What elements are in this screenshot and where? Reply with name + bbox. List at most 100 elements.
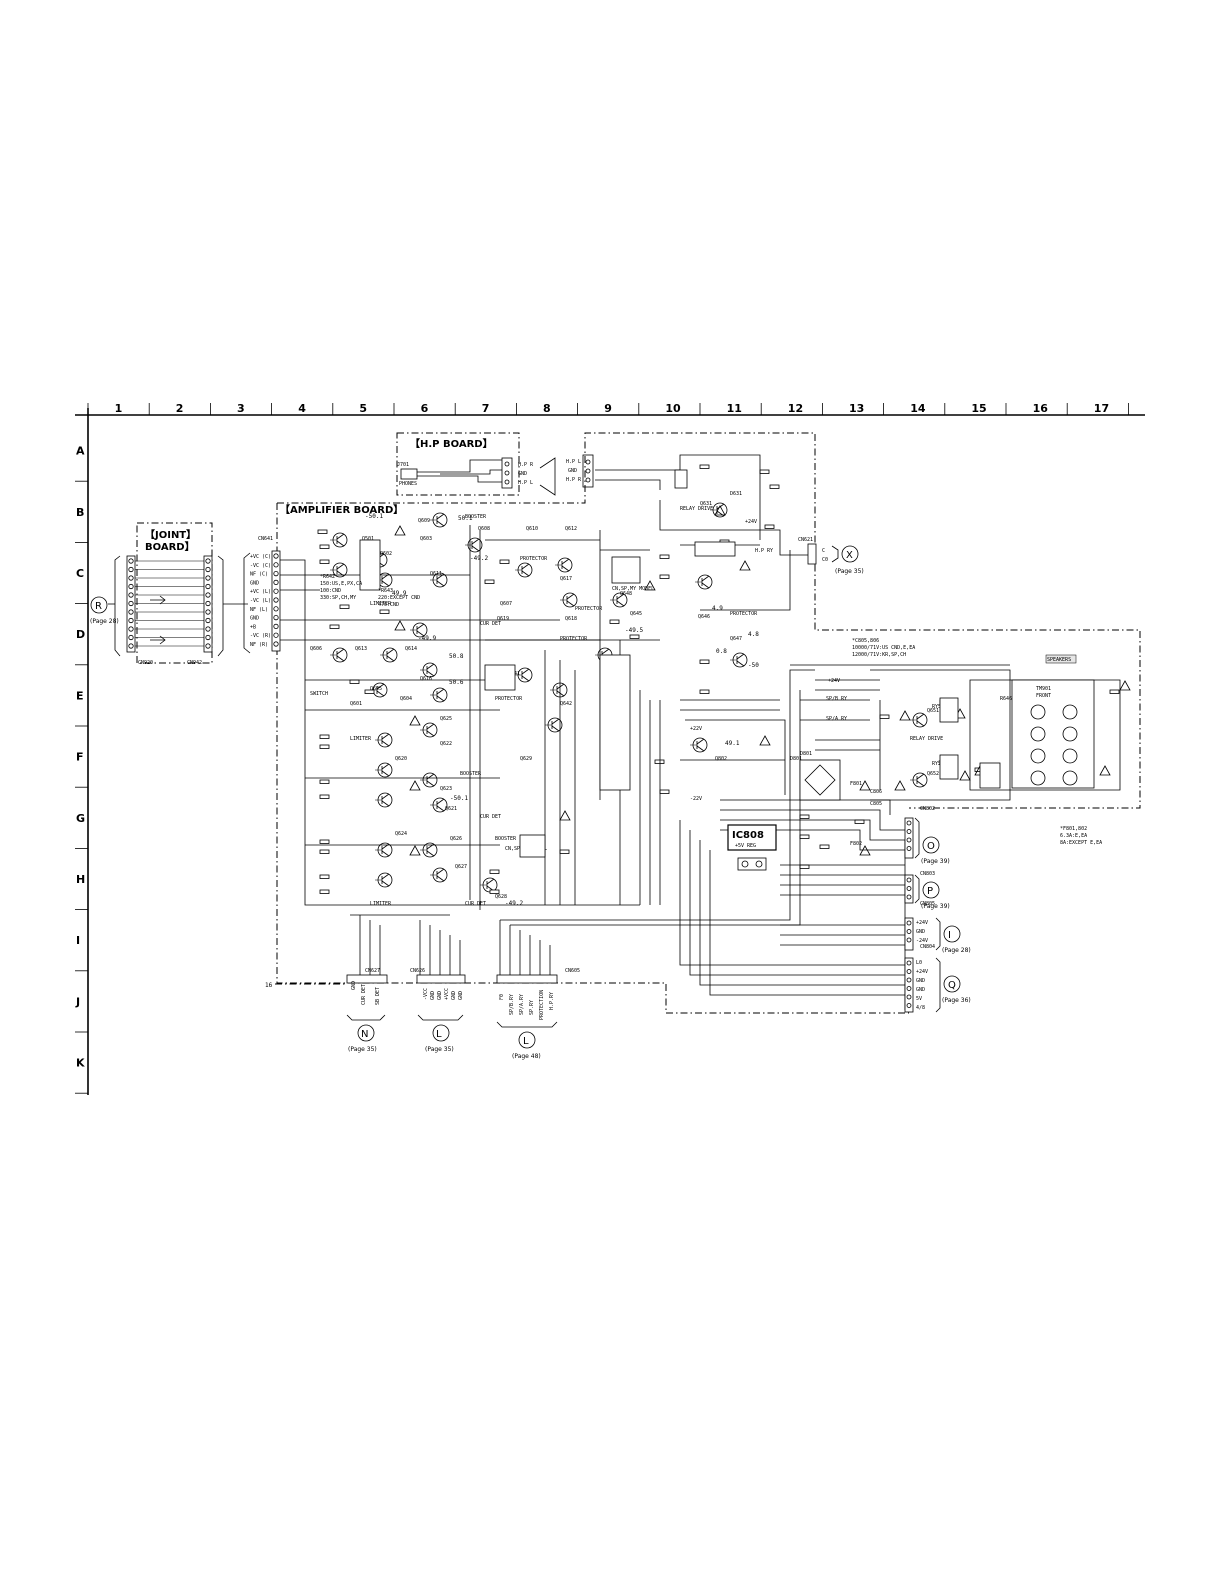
- connector-m-letter: L: [436, 1029, 442, 1040]
- amp-input-pin-label: -VC (R): [250, 633, 271, 639]
- component-ref: F801: [850, 781, 862, 787]
- hp-right-pin-2: GND: [568, 468, 577, 474]
- col-label-13: 13: [849, 402, 864, 415]
- connector-r: R (Page 28): [90, 596, 119, 625]
- transistor-symbol: [430, 512, 448, 528]
- connector-m-pin-6: GND: [458, 991, 464, 1000]
- section-label: PROTECTOR: [520, 556, 548, 562]
- resistor-symbol: [699, 464, 710, 469]
- component-ref: C806: [870, 789, 882, 795]
- component-ref: Q607: [500, 601, 512, 607]
- component-ref: Q802: [715, 756, 727, 762]
- warning-icon: [409, 780, 421, 791]
- amp-input-pin-label: +B: [250, 624, 256, 630]
- voltage-label: -49.2: [470, 555, 488, 562]
- col-label-1: 1: [115, 402, 123, 415]
- row-label-B: B: [76, 506, 84, 519]
- row-label-C: C: [76, 567, 84, 580]
- amp-input-pin: [273, 641, 279, 647]
- warning-icon: [894, 780, 906, 791]
- resistor-symbol: [799, 814, 810, 819]
- row-label-J: J: [75, 995, 80, 1008]
- connector-pin-label: +24V: [916, 920, 928, 926]
- resistor-symbol: [659, 574, 670, 579]
- transistor-symbol: [430, 867, 448, 883]
- joint-pin: [205, 600, 211, 607]
- component-ref: Q631: [700, 501, 712, 507]
- rail-1: +24V: [745, 519, 757, 525]
- resistor-symbol: [609, 619, 620, 624]
- warning-icon: [559, 810, 571, 821]
- amp-input-pin-label: +VC (C): [250, 554, 271, 560]
- voltage-label: 50.6: [449, 679, 464, 686]
- resistor-symbol: [769, 484, 780, 489]
- amp-input-pin-label: +VC (L): [250, 589, 271, 595]
- bus-wiring: [280, 454, 1121, 1010]
- resistor-symbol: [854, 819, 865, 824]
- amplifier-board-title: 【AMPLIFIER BOARD】: [280, 503, 403, 516]
- speaker-front-label: FRONT: [1036, 693, 1051, 699]
- transistor-symbol: [380, 647, 398, 663]
- component-ref: Q603: [420, 536, 432, 542]
- hp-right-pin-1: H.P L: [566, 459, 581, 465]
- amp-input-pin-label: -VC (C): [250, 563, 271, 569]
- svg-text:CN627: CN627: [365, 968, 380, 974]
- resistor-symbol: [659, 789, 670, 794]
- component-ref: Q626: [450, 836, 462, 842]
- connector-m-pin-5: GND: [451, 991, 457, 1000]
- resistor-symbol: [319, 559, 330, 564]
- section-label: BOOSTER: [465, 514, 487, 520]
- connector-m-pin-4: +VCC: [444, 988, 450, 1000]
- amp-input-pin: [273, 623, 279, 630]
- svg-text:TM901: TM901: [1036, 686, 1051, 692]
- transistor-symbol: [550, 682, 568, 698]
- rail-labels: +24V H.P RY SP/B RY SP/A RY +22V -22V +2…: [690, 519, 847, 802]
- warning-icon: [644, 580, 656, 591]
- transistor-symbol: [375, 872, 393, 888]
- component-ref: Q613: [355, 646, 367, 652]
- component-ref: Q627: [455, 864, 467, 870]
- connector-pin-label: +24V: [916, 969, 928, 975]
- transistor-symbol: [560, 592, 578, 608]
- amp-input-connector: CN641 +VC (C)-VC (C)NF (C)GND+VC (L)-VC …: [243, 536, 281, 654]
- col-label-16: 16: [1033, 402, 1049, 415]
- hp-board-title: 【H.P BOARD】: [410, 437, 493, 450]
- connector-l-pin-3: SP/A.RY: [519, 994, 525, 1015]
- col-label-6: 6: [421, 402, 429, 415]
- speaker-terminal-post: [1062, 704, 1078, 720]
- component-ref: Q651: [927, 708, 939, 714]
- warning-icon: [859, 845, 871, 856]
- hp-jack-ref: J701: [397, 462, 409, 468]
- row-label-E: E: [76, 689, 84, 702]
- col-label-10: 10: [665, 402, 681, 415]
- connector-m-pin-3: GND: [437, 991, 443, 1000]
- col-label-12: 12: [788, 402, 803, 415]
- transistor-array: [330, 502, 928, 893]
- transistor-symbol: [695, 574, 713, 590]
- component-ref: Q611: [430, 571, 442, 577]
- resistor-symbol: [879, 714, 890, 719]
- joint-cn-ref-2: CN942: [187, 660, 202, 666]
- section-label: LIMITER: [370, 901, 392, 907]
- resistor-symbol: [499, 559, 510, 564]
- hp-pin-3: H.P L: [518, 480, 533, 486]
- resistor-symbol: [319, 849, 330, 854]
- joint-pin: [205, 592, 211, 598]
- transistor-symbol: [465, 537, 483, 553]
- resistor-symbol: [317, 529, 328, 534]
- component-ref: R646: [1000, 696, 1012, 702]
- section-label: PROTECTOR: [560, 636, 588, 642]
- svg-text:CN626: CN626: [410, 968, 425, 974]
- svg-text:CN621: CN621: [798, 537, 813, 543]
- hp-pin-1: H.P R: [518, 462, 534, 468]
- speaker-terminal-post: [1030, 770, 1046, 786]
- transistor-symbol: [375, 762, 393, 778]
- connector-l-pin-5: PROTECTION: [539, 990, 545, 1020]
- component-ref: CN803: [920, 871, 935, 877]
- component-ref: Q619: [497, 616, 509, 622]
- connector-m-page: (Page 35): [425, 1046, 454, 1053]
- component-ref: Q652: [927, 771, 939, 777]
- rail-2: H.P RY: [755, 548, 773, 554]
- connector-m-pin-1: -VCC: [423, 988, 429, 1000]
- col-label-4: 4: [298, 402, 306, 415]
